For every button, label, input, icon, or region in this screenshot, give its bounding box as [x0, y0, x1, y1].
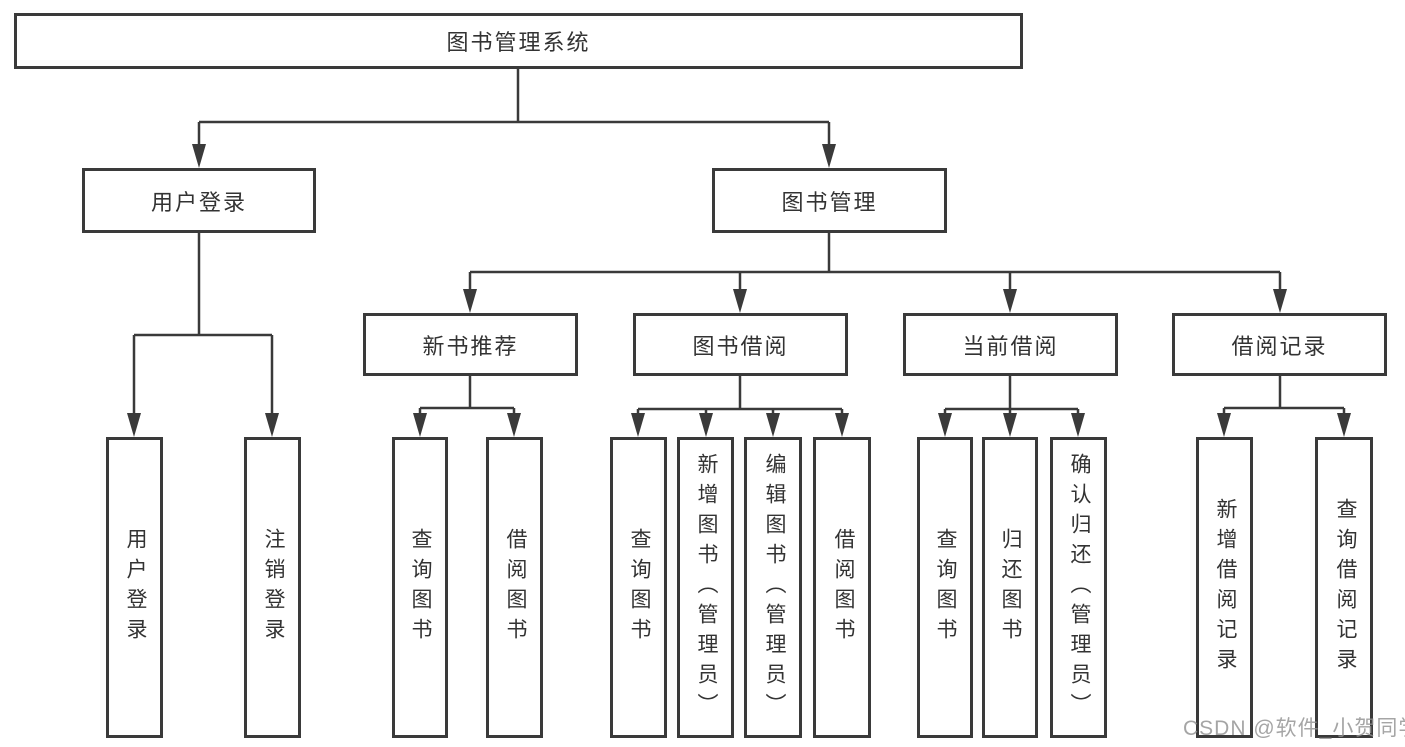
node-leaf-query-borrow-record: 查询借阅记录: [1315, 437, 1373, 738]
connector-new-book-to-children: [418, 375, 516, 420]
node-leaf-user-login: 用户登录: [106, 437, 163, 738]
node-leaf-return-book: 归还图书: [982, 437, 1038, 738]
node-book-borrow: 图书借阅: [633, 313, 848, 376]
node-leaf-logout: 注销登录: [244, 437, 301, 738]
connector-root-to-level2: [197, 68, 831, 150]
node-leaf-confirm-return-admin: 确认归还（管理员）: [1050, 437, 1107, 738]
connector-book-borrow-to-children: [636, 375, 844, 420]
csdn-watermark: CSDN @软件_小贺同学: [1183, 717, 1405, 740]
node-new-book-recommend: 新书推荐: [363, 313, 578, 376]
node-leaf-add-book-admin: 新增图书（管理员）: [677, 437, 734, 738]
connector-book-management-to-level3: [468, 232, 1282, 295]
node-leaf-borrow-books-recommend: 借阅图书: [486, 437, 543, 738]
connector-user-login-to-children: [132, 232, 274, 418]
node-book-management: 图书管理: [712, 168, 947, 233]
node-borrow-records: 借阅记录: [1172, 313, 1387, 376]
node-leaf-query-books-borrow: 查询图书: [610, 437, 667, 738]
node-leaf-edit-book-admin: 编辑图书（管理员）: [744, 437, 802, 738]
arrowheads: [127, 144, 1351, 437]
node-current-borrow: 当前借阅: [903, 313, 1118, 376]
node-leaf-borrow-books: 借阅图书: [813, 437, 871, 738]
node-leaf-add-borrow-record: 新增借阅记录: [1196, 437, 1253, 738]
node-user-login: 用户登录: [82, 168, 316, 233]
node-root-system: 图书管理系统: [14, 13, 1023, 69]
node-leaf-query-books-recommend: 查询图书: [392, 437, 448, 738]
connector-borrow-records-to-children: [1222, 375, 1346, 420]
node-leaf-query-books-current: 查询图书: [917, 437, 973, 738]
